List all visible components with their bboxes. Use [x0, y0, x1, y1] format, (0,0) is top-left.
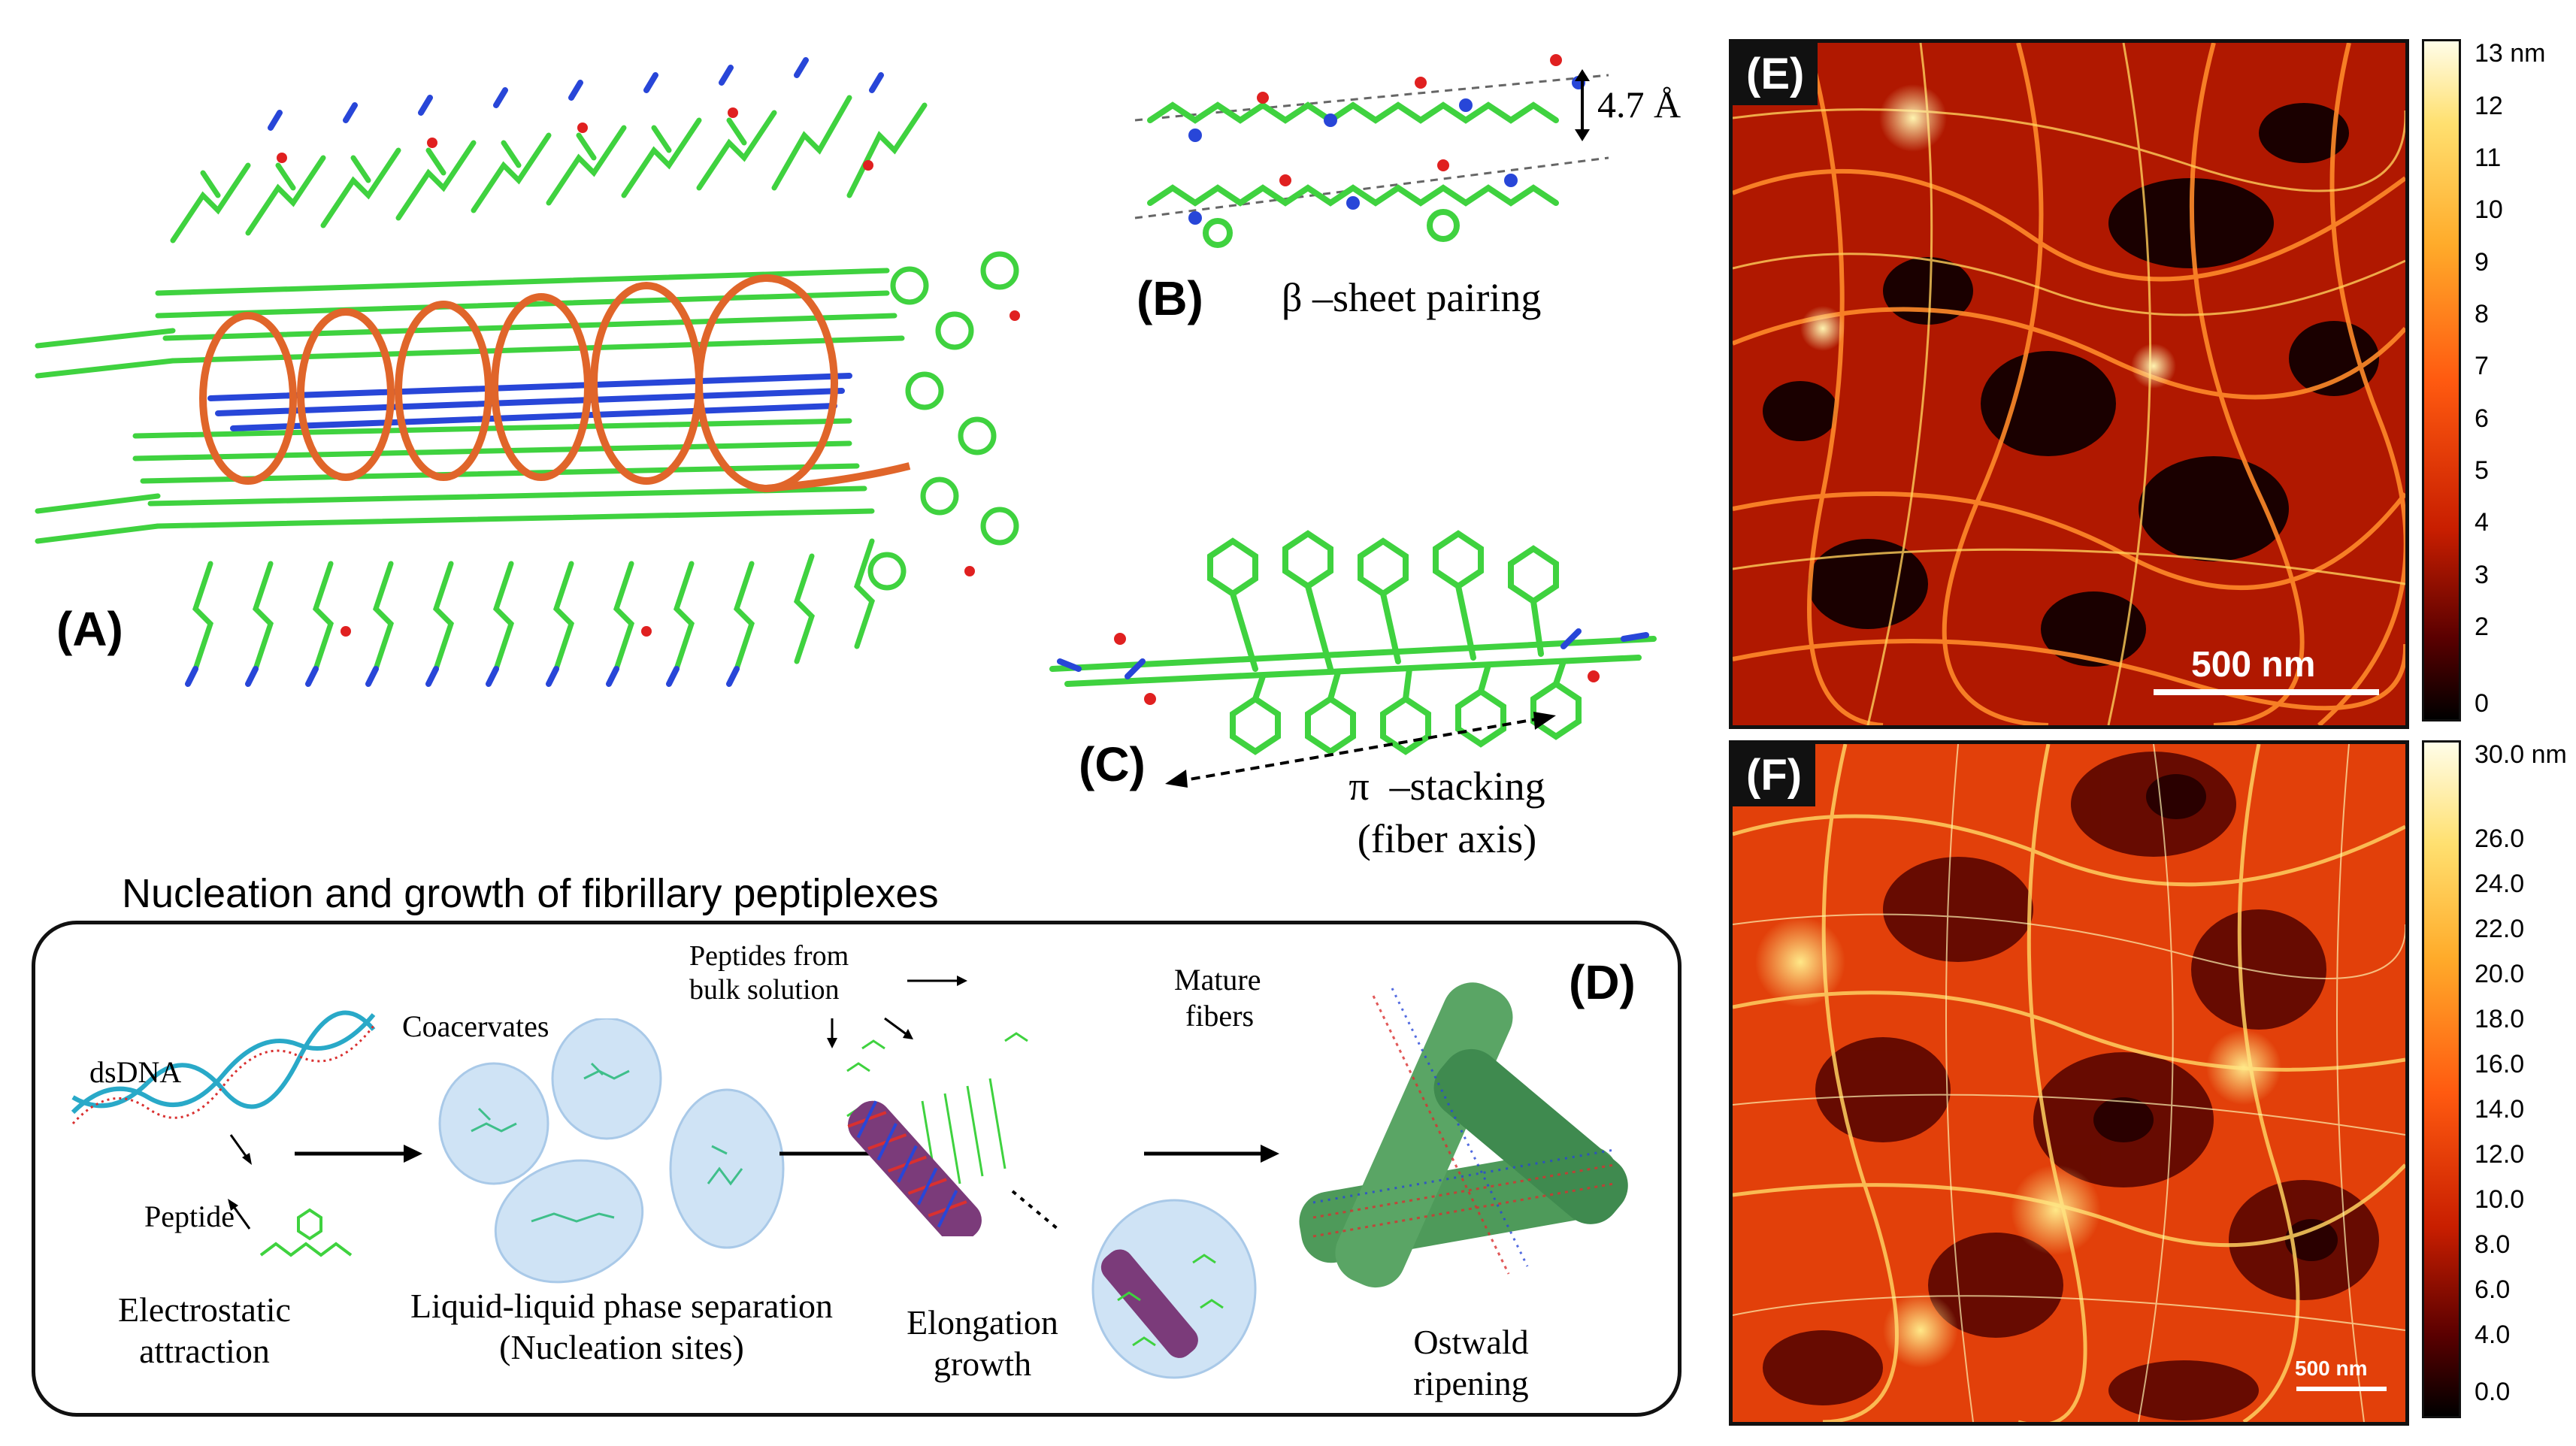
coacervate-droplets-icon	[438, 1018, 785, 1284]
peptides-from-label-line2: bulk solution	[689, 974, 840, 1006]
panel-f-scalebar-label: 500 nm	[2295, 1357, 2368, 1380]
tick-label: 14.0	[2475, 1095, 2525, 1124]
panel-e-scalebar-label: 500 nm	[2191, 645, 2316, 685]
dsdna-label: dsDNA	[89, 1055, 182, 1089]
tick-label: 3	[2475, 561, 2489, 589]
tick-label: 8.0	[2475, 1230, 2511, 1259]
panel-c-label: (C)	[1079, 737, 1146, 791]
panel-f-afm-image: (F) 500 nm	[1729, 740, 2409, 1426]
tick-label: 2	[2475, 613, 2489, 641]
panel-b-distance: 4.7 Å	[1597, 83, 1682, 126]
stage-3-label-line2: growth	[933, 1345, 1032, 1383]
distance-arrow-icon	[1575, 69, 1590, 141]
mature-fibers-label-line2: fibers	[1185, 999, 1255, 1033]
panel-d-label: (D)	[1569, 955, 1636, 1009]
tick-label: 26.0	[2475, 824, 2525, 853]
panel-b-beta-sheet-model	[1134, 54, 1609, 248]
panel-c-caption-line2: (fiber axis)	[1357, 816, 1537, 861]
stage-4-label-line1: Ostwald	[1413, 1323, 1529, 1361]
tick-label: 6	[2475, 404, 2489, 433]
stage-1-label-line1: Electrostatic	[118, 1290, 291, 1329]
tick-label: 10	[2475, 195, 2503, 224]
tick-label: 12.0	[2475, 1140, 2525, 1169]
peptide-arrows-icon	[228, 1134, 252, 1230]
panel-d-title: Nucleation and growth of fibrillary pept…	[122, 871, 939, 916]
panel-b-label: (B)	[1137, 271, 1203, 325]
coacervates-label: Coacervates	[402, 1009, 549, 1043]
tick-label: 7	[2475, 352, 2489, 380]
peptides-from-label-line1: Peptides from	[689, 940, 849, 972]
tick-label: 6.0	[2475, 1275, 2511, 1304]
panel-e-scalebar-line	[2154, 689, 2379, 695]
tick-label: 0.0	[2475, 1378, 2511, 1406]
panel-f-colorbar	[2422, 740, 2461, 1418]
panel-d: (D) dsDNA Peptide Electrostatic attracti…	[32, 921, 1682, 1417]
panel-b-caption: β –sheet pairing	[1282, 275, 1542, 320]
stage-3-label-line1: Elongation	[907, 1303, 1058, 1342]
panel-e-colorbar-ticks: 13 nm 12 11 10 9 8 7 6 5 4 3 2 0	[2475, 39, 2572, 718]
stage-2-label-line2: (Nucleation sites)	[499, 1328, 744, 1366]
panel-e-label: (E)	[1733, 43, 1818, 105]
panel-a-label: (A)	[56, 602, 123, 656]
panel-c-pi-stacking-model	[1049, 530, 1657, 755]
tick-label: 10.0	[2475, 1185, 2525, 1214]
tick-label: 8	[2475, 300, 2489, 328]
stage-2-label-line1: Liquid-liquid phase separation	[410, 1287, 834, 1325]
arrow-right-icon	[1144, 1145, 1279, 1163]
tick-label: 12	[2475, 92, 2503, 120]
stage-1-label-line2: attraction	[139, 1332, 270, 1370]
tick-label: 13 nm	[2475, 39, 2546, 68]
peptide-molecule-icon	[259, 1208, 353, 1257]
tick-label: 9	[2475, 248, 2489, 277]
tick-label: 20.0	[2475, 960, 2525, 988]
peptide-flow-arrows-icon	[827, 976, 967, 1048]
panel-c-caption-line1: π –stacking	[1349, 764, 1545, 809]
afm-f-texture	[1733, 744, 2405, 1422]
stage-4-label-line2: ripening	[1413, 1364, 1529, 1402]
tick-label: 24.0	[2475, 870, 2525, 898]
panel-e-afm-image: (E) 500 nm	[1729, 39, 2409, 729]
tick-label: 0	[2475, 689, 2489, 718]
panel-f-colorbar-ticks: 30.0 nm 26.0 24.0 22.0 20.0 18.0 16.0 14…	[2475, 740, 2572, 1414]
panel-c: (C) π –stacking (fiber axis)	[1037, 496, 1676, 879]
tick-label: 4	[2475, 508, 2489, 537]
dsdna-strand-icon	[71, 1010, 376, 1125]
tick-label: 11	[2475, 144, 2502, 172]
tick-label: 16.0	[2475, 1050, 2525, 1078]
panel-f-label: (F)	[1733, 744, 1816, 806]
tick-label: 22.0	[2475, 915, 2525, 943]
mature-fibers-icon	[1299, 982, 1628, 1288]
panel-a-molecular-model	[35, 57, 1020, 687]
arrow-right-icon	[295, 1145, 422, 1163]
panel-b: 4.7 Å (B) β –sheet pairing	[1128, 30, 1729, 346]
tick-label: 5	[2475, 456, 2489, 485]
tick-label: 30.0 nm	[2475, 740, 2567, 769]
tick-label: 18.0	[2475, 1005, 2525, 1033]
mature-fibers-label-line1: Mature	[1174, 963, 1261, 997]
tick-label: 4.0	[2475, 1320, 2511, 1349]
elongation-droplet-icon	[1091, 1199, 1257, 1379]
elongating-fiber-icon	[846, 1032, 1059, 1236]
panel-f-scalebar-line	[2296, 1387, 2387, 1391]
panel-a: (A)	[23, 45, 1090, 797]
panel-e-colorbar	[2422, 39, 2461, 721]
fiber-axis-arrow-icon	[1165, 712, 1556, 788]
peptide-label: Peptide	[144, 1199, 235, 1233]
afm-e-texture	[1733, 43, 2405, 725]
